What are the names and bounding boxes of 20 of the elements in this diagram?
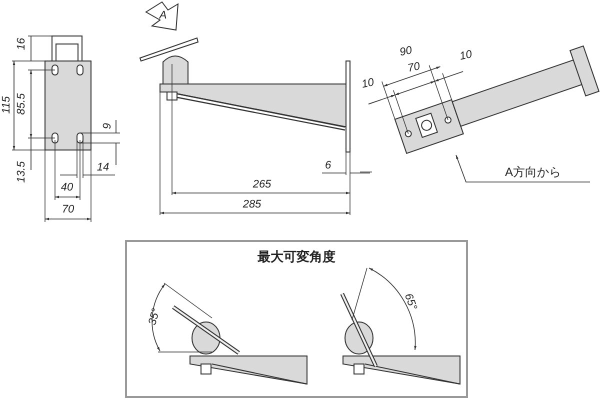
- dimension-value: 85.5: [16, 93, 28, 115]
- view-letter: A: [159, 10, 167, 22]
- dimension-value: 6: [324, 160, 332, 172]
- dimension-value: 70: [406, 61, 422, 75]
- dimension-value: 265: [252, 180, 272, 190]
- dimension-value: 115: [2, 96, 12, 114]
- angle-value: 65°: [402, 292, 418, 312]
- dimension-value: 40: [60, 182, 74, 194]
- dimension-value: 16: [16, 38, 28, 50]
- view-note: A方向から: [505, 166, 561, 178]
- angle-value: 35°: [148, 308, 162, 326]
- dimension-value: 285: [242, 200, 262, 210]
- dimension-value: 13.5: [16, 161, 28, 183]
- dimension-value: 90: [398, 45, 414, 59]
- dimension-value: 10: [360, 77, 376, 91]
- dimension-value: 10: [458, 49, 474, 63]
- panel-heading: 最大可変角度: [256, 248, 336, 266]
- dimension-value: 14: [96, 162, 110, 174]
- dimension-value: 70: [62, 204, 74, 216]
- dimension-value: 9: [102, 122, 114, 130]
